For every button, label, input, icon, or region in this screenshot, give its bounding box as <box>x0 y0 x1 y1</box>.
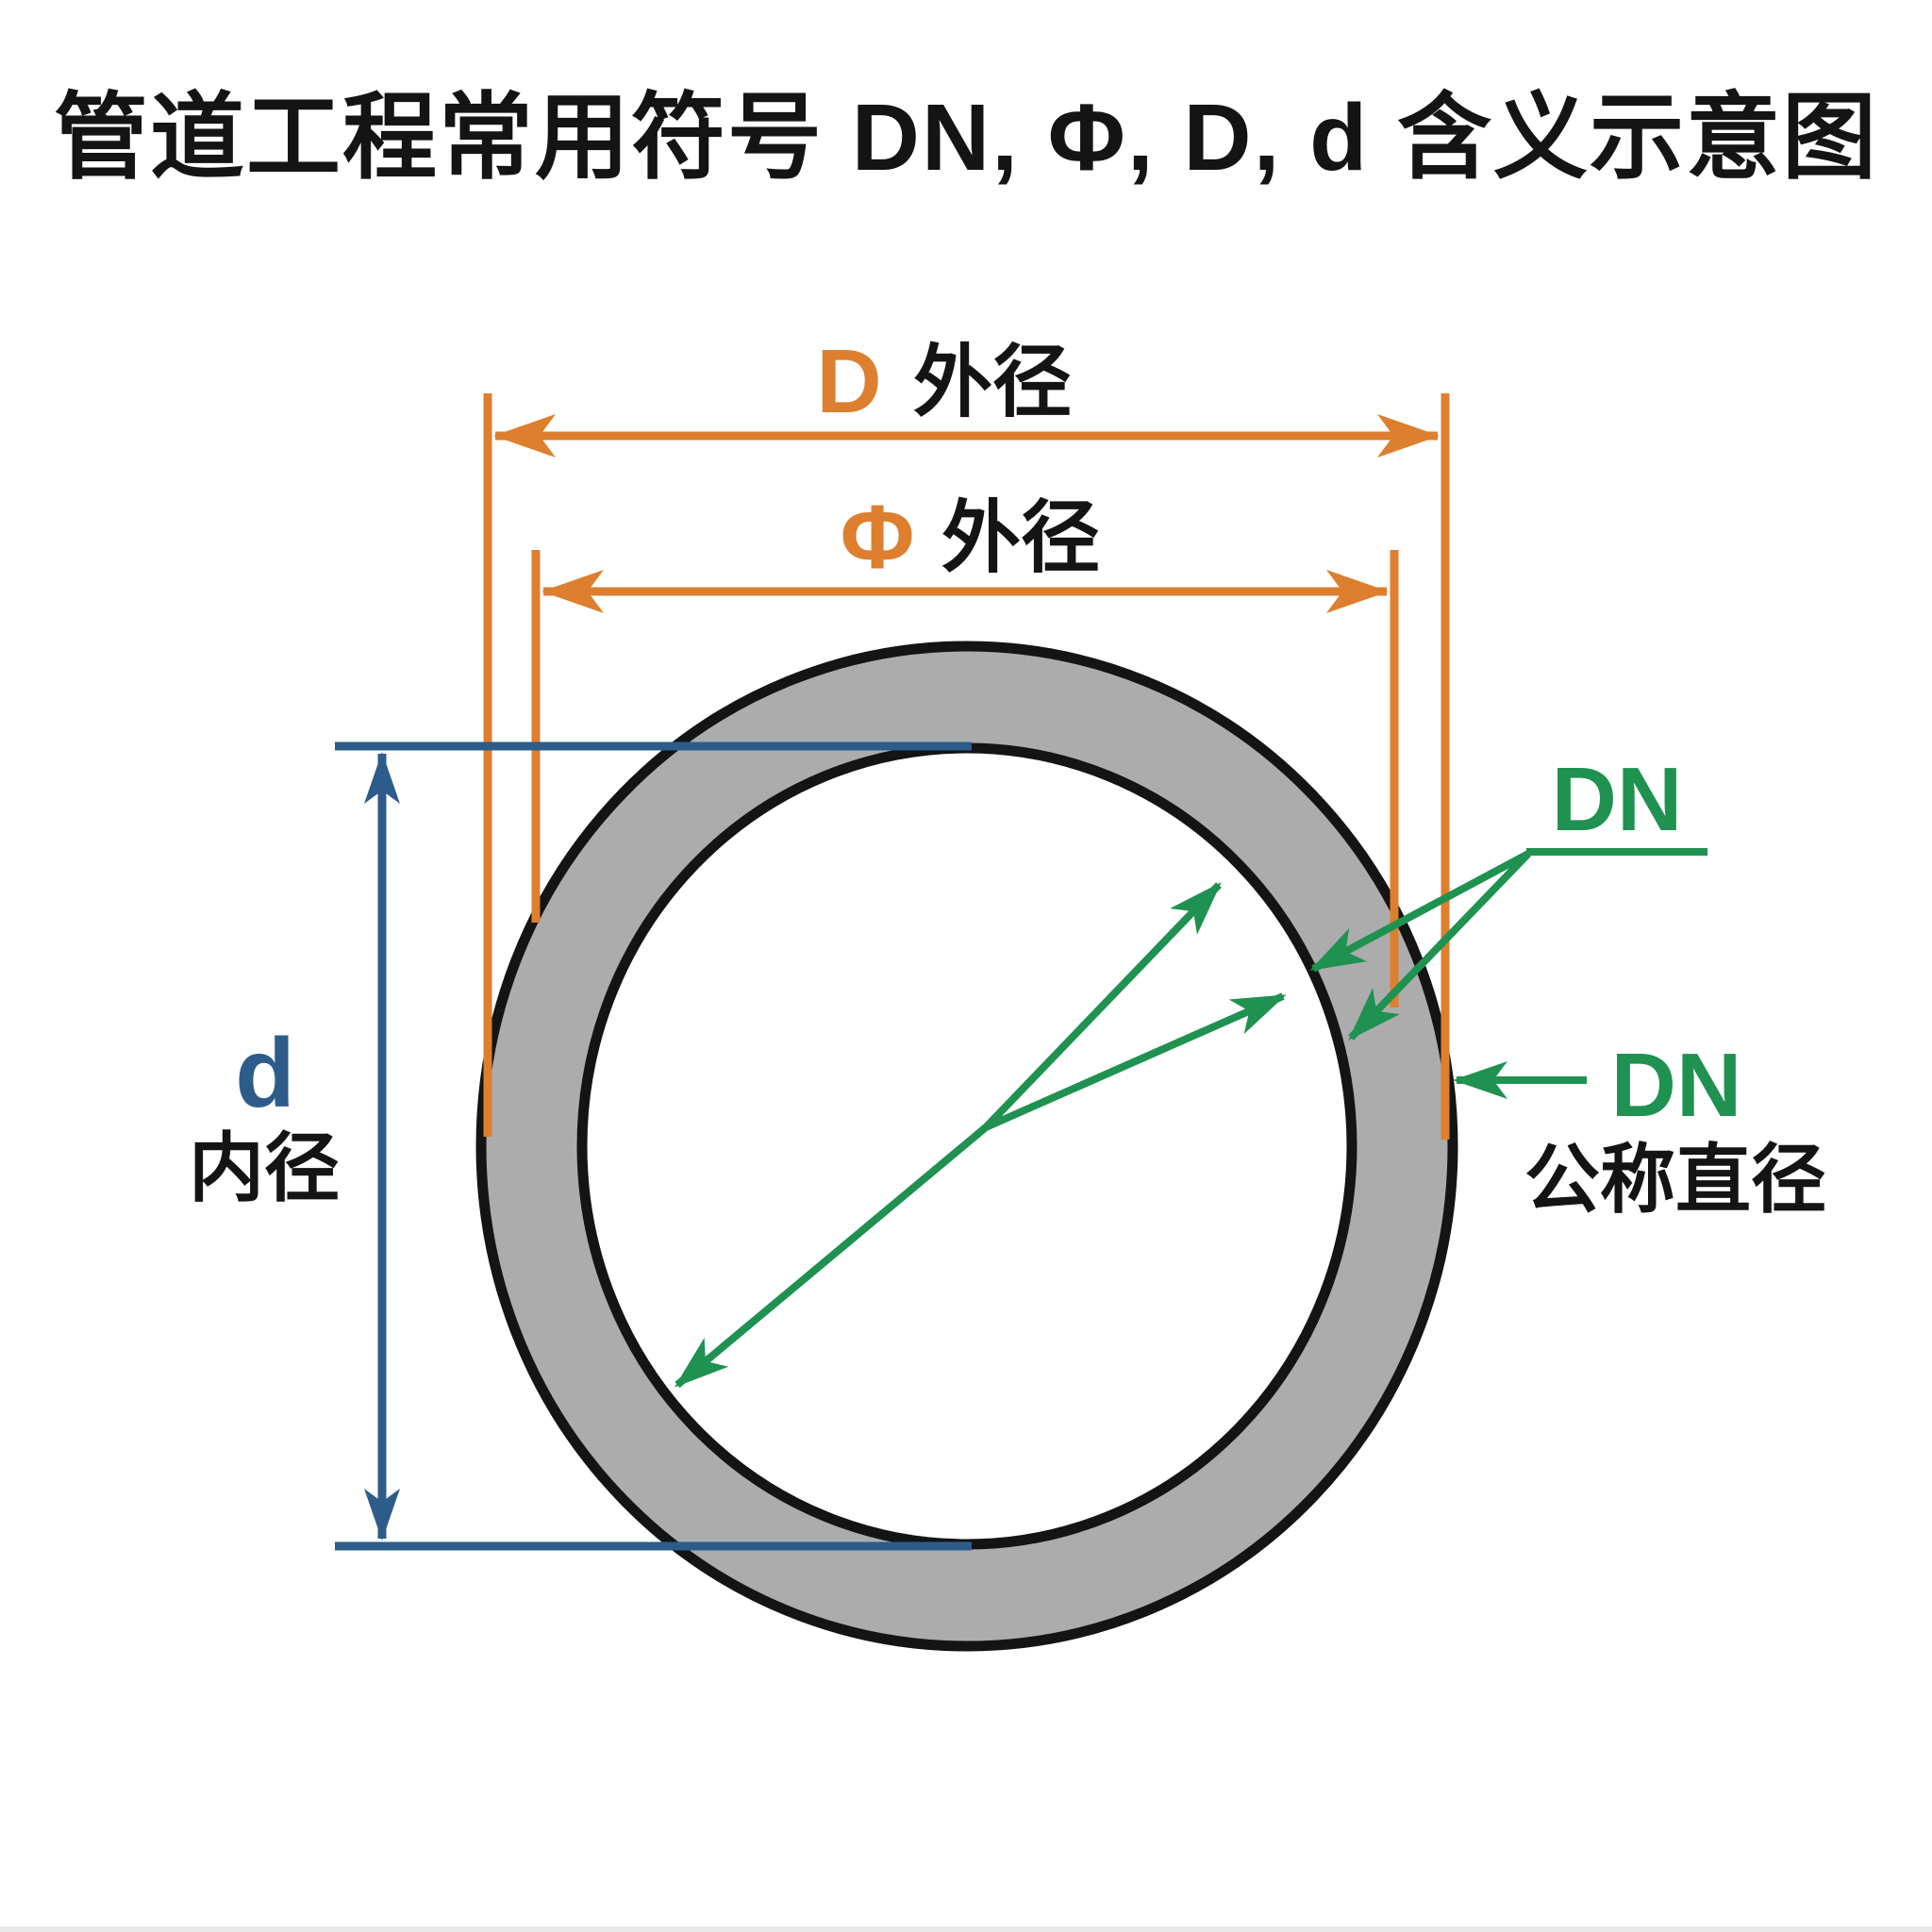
dn-leader-arrow-b <box>1309 850 1530 973</box>
page-title: 管道工程常用符号 DN, Φ, D, d 含义示意图 <box>54 85 1878 191</box>
dn-leader-arrow-a <box>1348 851 1531 1041</box>
dn-radius-arrow-shallow <box>984 992 1287 1131</box>
dn-radius-arrow-lower <box>674 1124 989 1389</box>
dim-inner-diameter-d: d 内径 <box>189 741 972 1551</box>
dn-nominal-text: 公称直径 <box>1524 1138 1826 1222</box>
dn-nominal-symbol: DN <box>1611 1035 1742 1136</box>
inner-d-symbol-label: 内径 <box>189 1126 340 1210</box>
d-symbol: D <box>816 331 881 432</box>
dn-top-symbol: DN <box>1552 749 1683 850</box>
dim-outer-diameter-D: D 外径 <box>483 331 1450 1140</box>
inner-d-symbol: d <box>235 1019 295 1128</box>
d-symbol-label: 外径 <box>913 338 1072 426</box>
dn-radius-arrow-upper <box>983 882 1222 1130</box>
bottom-edge-strip <box>0 1926 1932 1932</box>
dn-radius-arrows <box>674 882 1287 1389</box>
phi-symbol: Φ <box>841 487 915 588</box>
dn-leader-label: DN <box>1309 749 1707 1041</box>
phi-symbol-label: 外径 <box>941 493 1100 582</box>
dn-nominal-label: DN 公称直径 <box>1453 1035 1826 1222</box>
dim-outer-diameter-phi: Φ 外径 <box>531 487 1399 1008</box>
